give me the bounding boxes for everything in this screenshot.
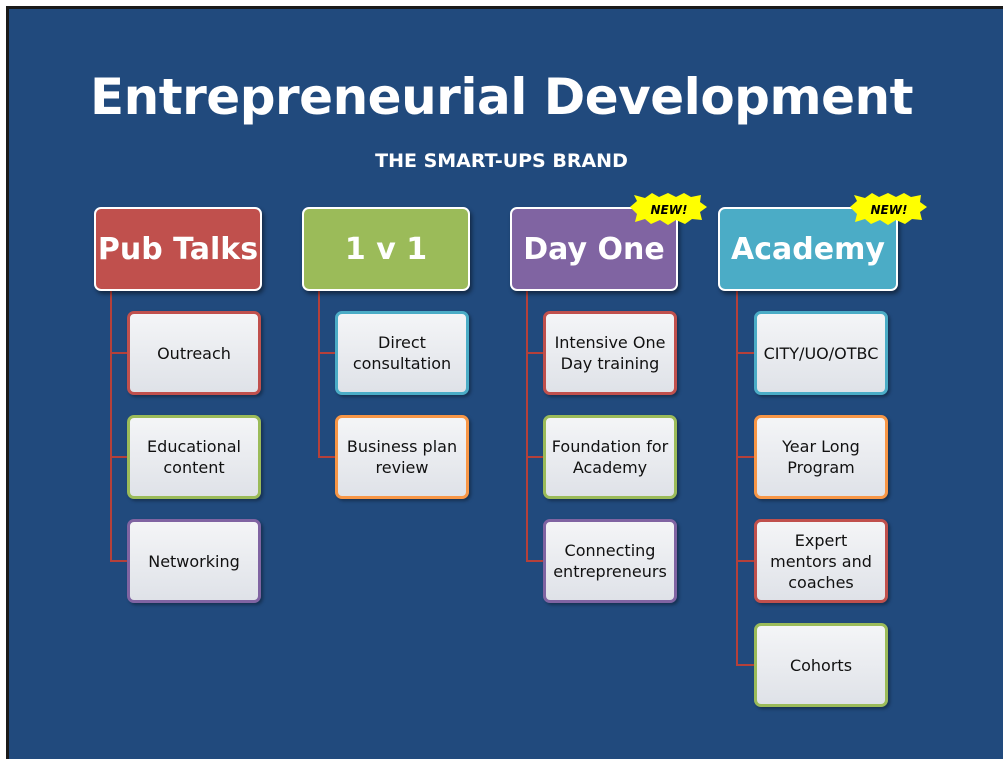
new-badge-label: NEW! bbox=[871, 203, 908, 217]
item-educational-content: Educational content bbox=[127, 415, 261, 499]
item-networking: Networking bbox=[127, 519, 261, 603]
item-cohorts: Cohorts bbox=[754, 623, 888, 707]
connector-branch bbox=[736, 456, 754, 458]
connector-branch bbox=[318, 456, 335, 458]
connector-trunk-day-one bbox=[526, 291, 528, 562]
item-expert-mentors-and-coaches: Expert mentors and coaches bbox=[754, 519, 888, 603]
header-day-one: Day One bbox=[510, 207, 678, 291]
new-badge-label: NEW! bbox=[651, 203, 688, 217]
connector-branch bbox=[110, 352, 127, 354]
connector-branch bbox=[526, 560, 543, 562]
slide-title: Entrepreneurial Development bbox=[90, 68, 913, 126]
connector-branch bbox=[526, 456, 543, 458]
item-year-long-program: Year Long Program bbox=[754, 415, 888, 499]
item-intensive-one-day-training: Intensive One Day training bbox=[543, 311, 677, 395]
connector-branch bbox=[736, 560, 754, 562]
connector-branch bbox=[736, 352, 754, 354]
connector-branch bbox=[110, 456, 127, 458]
connector-branch bbox=[736, 664, 754, 666]
header-pub-talks: Pub Talks bbox=[94, 207, 262, 291]
connector-branch bbox=[526, 352, 543, 354]
header-1v1: 1 v 1 bbox=[302, 207, 470, 291]
item-outreach: Outreach bbox=[127, 311, 261, 395]
item-city-uo-otbc: CITY/UO/OTBC bbox=[754, 311, 888, 395]
connector-trunk-academy bbox=[736, 291, 738, 666]
item-connecting-entrepreneurs: Connecting entrepreneurs bbox=[543, 519, 677, 603]
connector-trunk-1v1 bbox=[318, 291, 320, 458]
connector-trunk-pub-talks bbox=[110, 291, 112, 562]
connector-branch bbox=[110, 560, 127, 562]
item-direct-consultation: Direct consultation bbox=[335, 311, 469, 395]
new-badge-academy: NEW! bbox=[850, 193, 927, 225]
slide-subtitle: THE SMART-UPS BRAND bbox=[375, 150, 628, 172]
item-business-plan-review: Business plan review bbox=[335, 415, 469, 499]
new-badge-day-one: NEW! bbox=[630, 193, 707, 225]
item-foundation-for-academy: Foundation for Academy bbox=[543, 415, 677, 499]
connector-branch bbox=[318, 352, 335, 354]
